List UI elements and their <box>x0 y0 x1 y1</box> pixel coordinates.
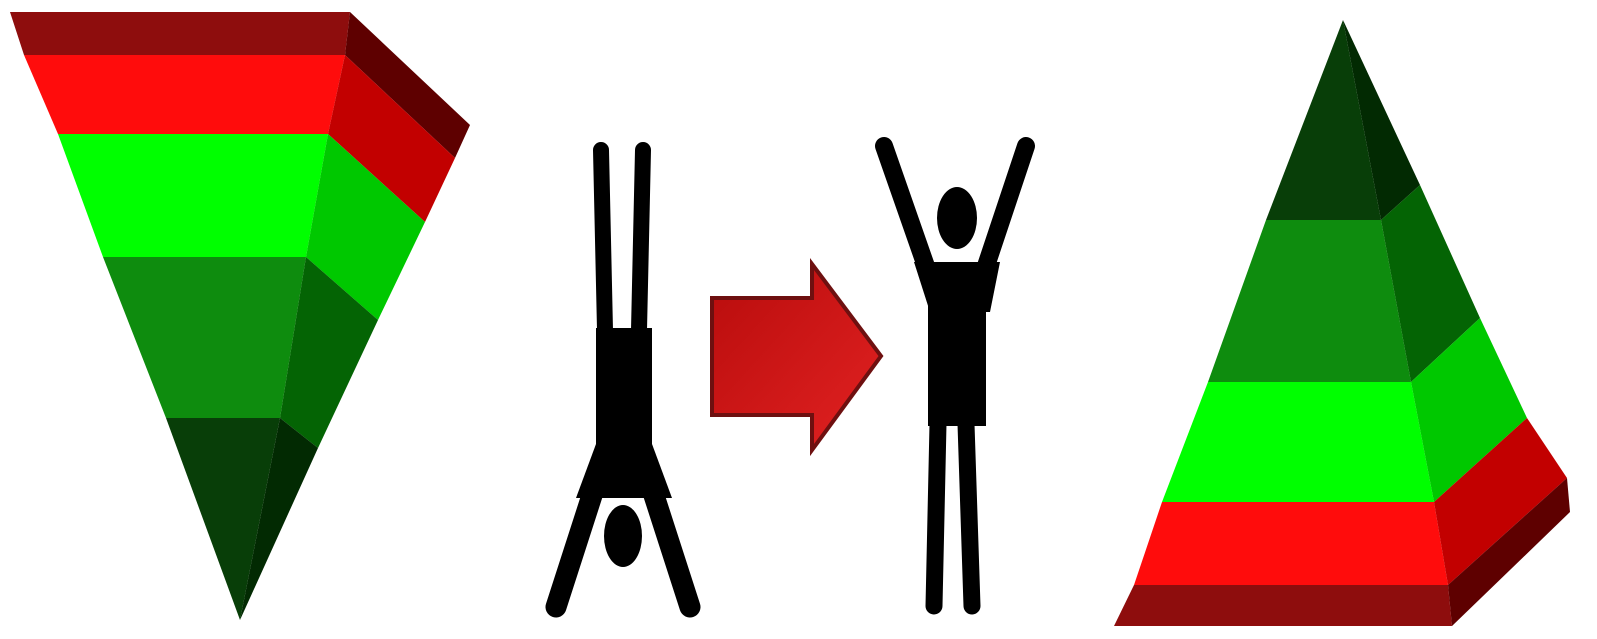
handstand-torso <box>596 328 652 450</box>
inverted-pyramid <box>10 12 470 620</box>
person-handstand-icon <box>556 150 690 607</box>
person-arms-raised-icon <box>884 146 1026 606</box>
upright-pyramid-tier-3-front <box>1162 382 1434 502</box>
upright-pyramid-tier-5-front <box>1114 585 1452 626</box>
handstand-legs <box>601 150 643 330</box>
inverted-pyramid-tier-4-front <box>103 257 306 418</box>
handstand-shoulders <box>576 444 672 498</box>
upright-pyramid <box>1114 20 1570 626</box>
upright-pyramid-tier-2-front <box>1208 220 1411 382</box>
upright-torso <box>928 296 986 426</box>
handstand-head <box>604 505 642 567</box>
inverted-pyramid-tier-3-front <box>58 134 328 257</box>
upright-pyramid-tier-4-front <box>1134 502 1448 585</box>
upright-head <box>937 187 977 249</box>
inverted-pyramid-tier-2-front <box>24 55 345 134</box>
inverted-pyramid-tier-1-front <box>10 12 350 55</box>
upright-legs <box>934 424 972 606</box>
right-arrow-icon <box>712 264 881 450</box>
